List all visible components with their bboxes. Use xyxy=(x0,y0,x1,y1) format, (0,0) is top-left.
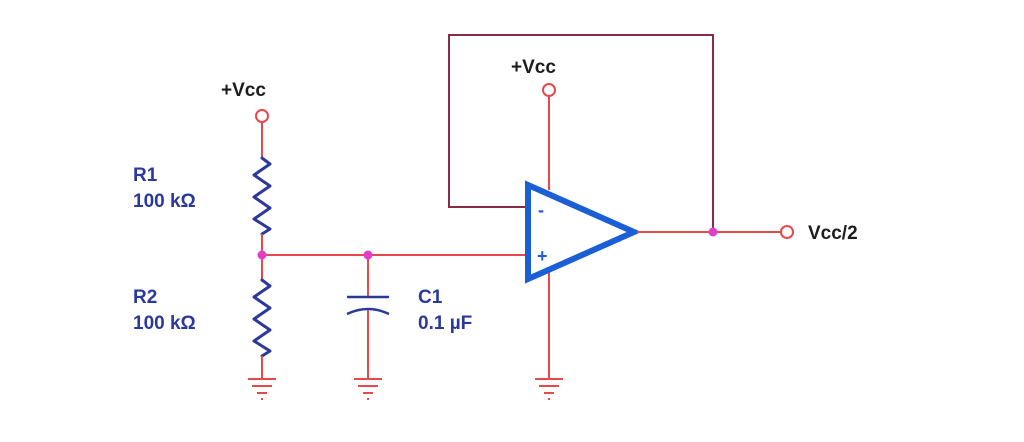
c1-name-label: C1 xyxy=(418,287,443,308)
resistor-r2: R2 100 kΩ xyxy=(133,278,272,358)
output-terminal xyxy=(780,225,794,239)
r2-name-label: R2 xyxy=(133,287,157,308)
junction-dot-capacitor xyxy=(363,250,373,260)
top-vcc-supply: +Vcc xyxy=(511,57,556,190)
opamp-triangle xyxy=(525,180,642,284)
capacitor-c1: C1 0.1 µF xyxy=(346,255,472,378)
left-vcc-supply: +Vcc xyxy=(221,80,269,158)
ground-r2-icon xyxy=(248,378,276,400)
c1-plate-bottom xyxy=(346,307,390,316)
opamp-noninverting-sign: + xyxy=(537,246,548,266)
opamp: - + xyxy=(525,180,642,284)
r1-name-label: R1 xyxy=(133,165,158,186)
top-vcc-label: +Vcc xyxy=(511,57,556,78)
r1-value-label: 100 kΩ xyxy=(133,191,196,212)
ground-c1-icon xyxy=(354,378,382,400)
c1-value-label: 0.1 µF xyxy=(418,313,472,334)
junction-dot-output xyxy=(708,227,718,237)
output: Vcc/2 xyxy=(637,223,858,244)
left-vcc-label: +Vcc xyxy=(221,80,266,101)
ground-opamp-icon xyxy=(535,378,563,400)
r2-value-label: 100 kΩ xyxy=(133,313,196,334)
resistor-r1: R1 100 kΩ xyxy=(133,156,272,236)
left-vcc-terminal xyxy=(255,109,269,123)
feedback-wire xyxy=(448,34,714,232)
resistor-r1-symbol xyxy=(252,156,272,236)
opamp-inverting-sign: - xyxy=(538,200,544,220)
top-vcc-terminal xyxy=(542,83,556,97)
junction-dot-midpoint xyxy=(257,250,267,260)
resistor-r2-symbol xyxy=(252,278,272,358)
output-label: Vcc/2 xyxy=(808,223,858,244)
